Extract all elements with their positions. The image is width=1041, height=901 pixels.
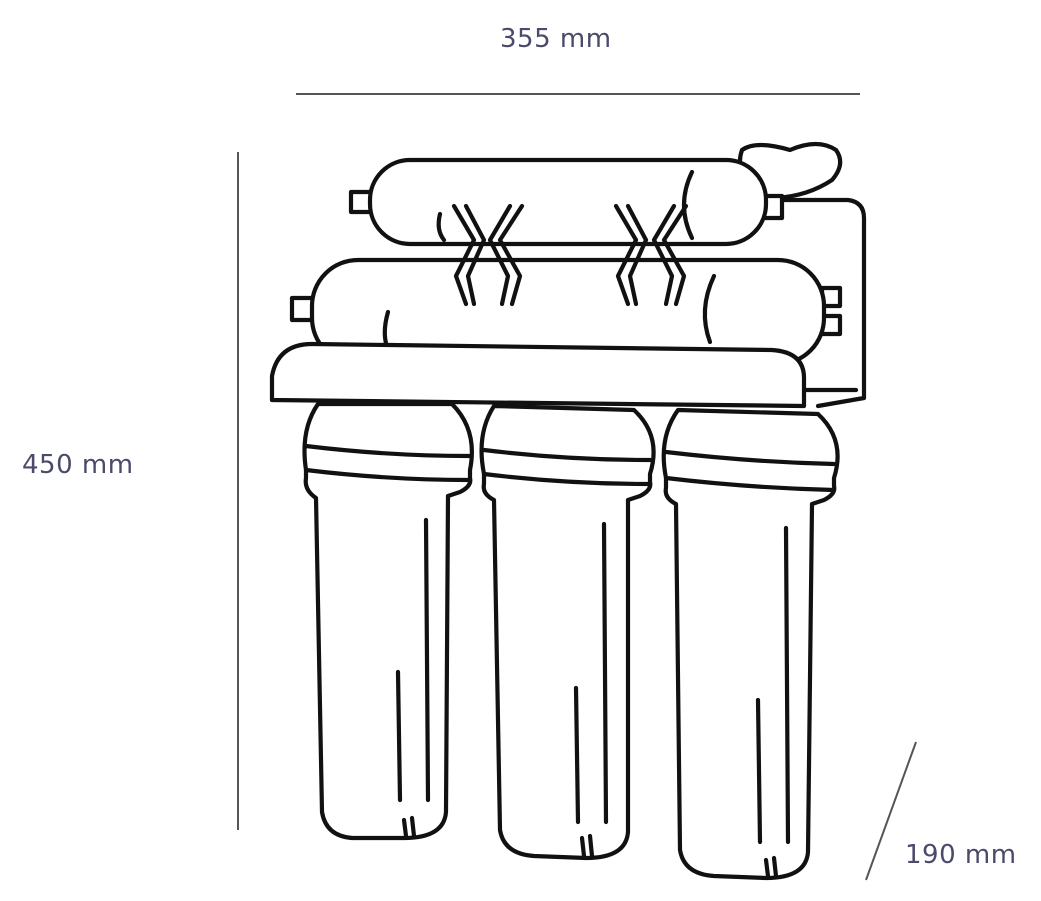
post-filter-housing [289, 257, 843, 367]
filter-canister-2 [479, 403, 656, 861]
membrane-housing-top [348, 157, 785, 247]
depth-dimension-label: 190 mm [905, 840, 1017, 870]
depth-dimension-line [865, 741, 917, 881]
filter-canister-1 [302, 401, 474, 841]
housing-clip-left [451, 203, 525, 307]
housing-clip-right [613, 203, 689, 307]
filter-head-bar [269, 341, 807, 409]
height-dimension-label: 450 mm [22, 450, 134, 480]
width-dimension-label: 355 mm [500, 24, 612, 54]
filter-canister-3 [661, 407, 840, 881]
mounting-bracket [737, 197, 867, 409]
